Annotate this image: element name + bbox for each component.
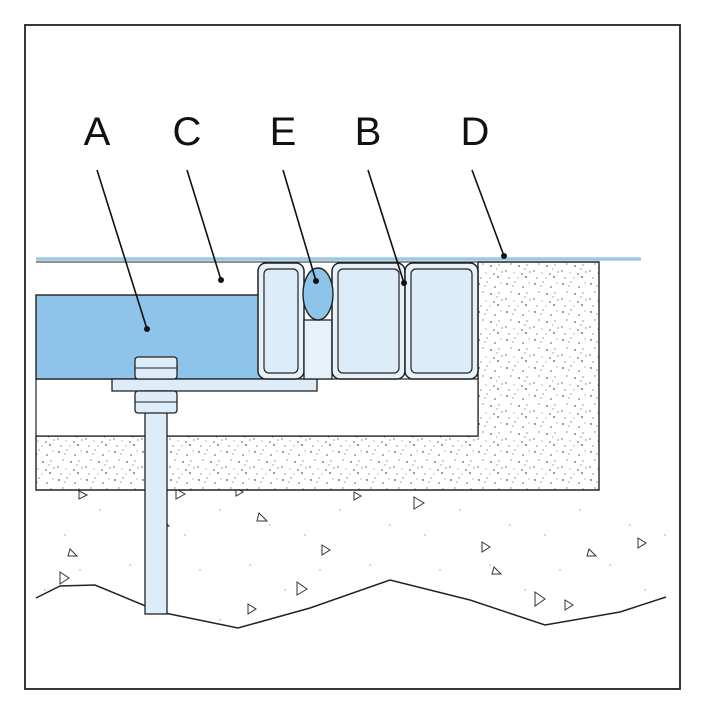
leader-b-dot bbox=[401, 280, 407, 286]
bolt-icon bbox=[144, 390, 168, 615]
leader-d-dot bbox=[501, 253, 507, 259]
gasket-icon bbox=[302, 267, 334, 321]
callout-label-a: A bbox=[84, 110, 111, 154]
leader-e-dot bbox=[313, 278, 319, 284]
seal-chamber-middle-inner bbox=[337, 268, 400, 374]
leader-d bbox=[471, 169, 505, 257]
leader-e bbox=[282, 169, 317, 282]
leader-c-dot bbox=[218, 277, 224, 283]
callout-label-c: C bbox=[173, 110, 202, 154]
seal-chamber-right-inner bbox=[410, 268, 473, 374]
leader-b bbox=[367, 169, 405, 284]
seal-spacer-block bbox=[303, 319, 333, 380]
callout-label-e: E bbox=[270, 110, 297, 154]
leader-c bbox=[186, 169, 222, 281]
soil-bed bbox=[36, 490, 666, 628]
leader-a bbox=[96, 169, 148, 330]
seal-chamber-left-inner bbox=[263, 268, 299, 374]
ground-line bbox=[35, 579, 667, 629]
leader-a-dot bbox=[144, 326, 150, 332]
base-plate bbox=[111, 378, 318, 392]
callout-label-b: B bbox=[355, 110, 382, 154]
callout-label-d: D bbox=[461, 110, 490, 154]
